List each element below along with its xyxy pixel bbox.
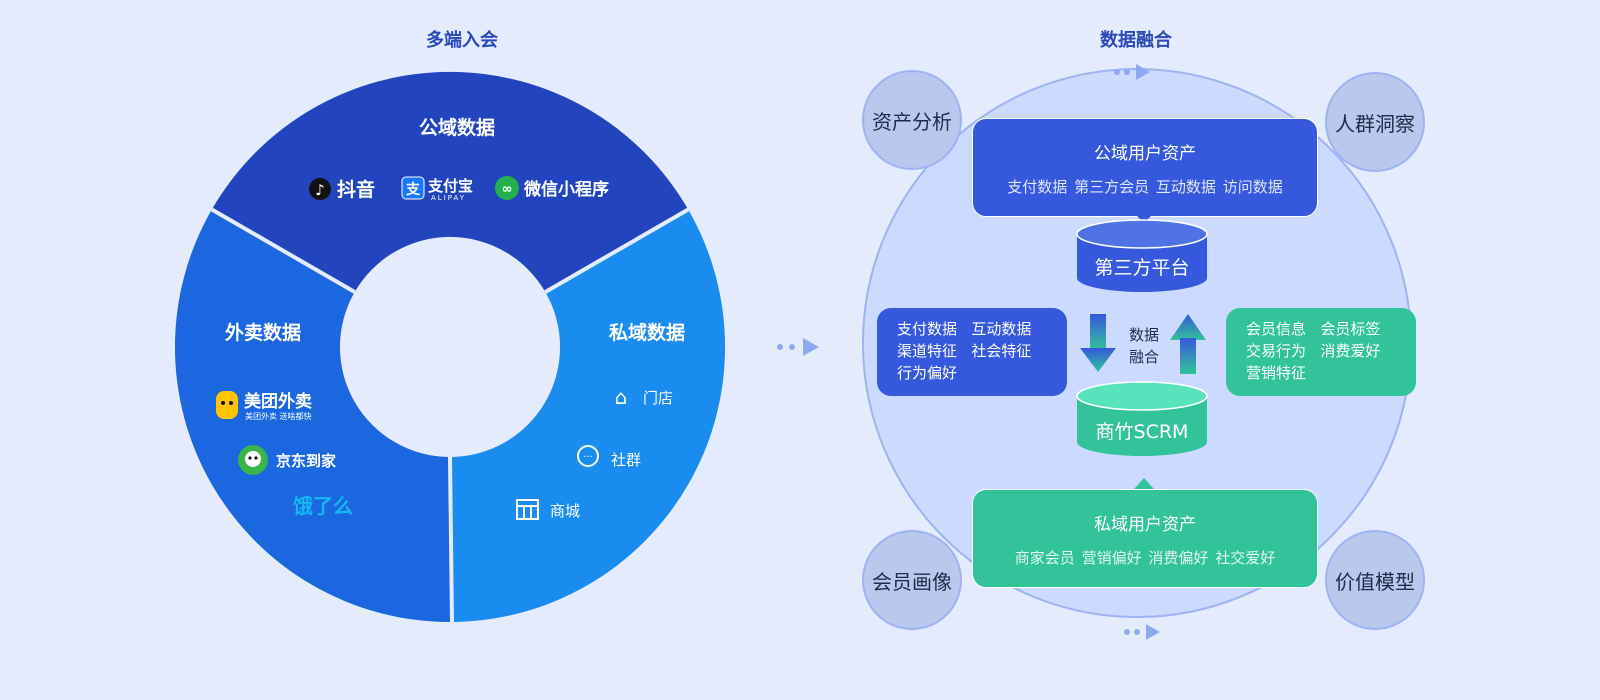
store-item: ⌂ 门店 — [615, 385, 673, 409]
private-asset-box: 私域用户资产 商家会员 营销偏好 消费偏好 社交爱好 — [972, 489, 1318, 588]
corner-crowd-insight: 人群洞察 — [1325, 72, 1425, 172]
alipay-sub: ALIPAY — [431, 194, 466, 202]
segment-public — [211, 71, 689, 292]
jd-label: 京东到家 — [276, 452, 336, 470]
public-asset-items: 支付数据 第三方会员 互动数据 访问数据 — [1007, 178, 1283, 196]
third-party-label: 第三方平台 — [1094, 257, 1189, 279]
donut-chart: 公域数据 外卖数据 私域数据 ♪ 抖音 支 支付宝 ALIPAY ∞ 微信小程序… — [174, 71, 726, 623]
jd-daojia-logo: 京东到家 — [238, 445, 336, 475]
third-party-cylinder: 第三方平台 — [1076, 219, 1208, 292]
douyin-logo: ♪ 抖音 — [309, 178, 375, 201]
public-asset-pointer — [1134, 213, 1154, 223]
public-title: 公域数据 — [419, 116, 495, 139]
alipay-label: 支付宝 — [427, 177, 473, 195]
store-label: 门店 — [643, 389, 673, 407]
meituan-logo: 美团外卖 美团外卖 送啥都快 — [216, 391, 312, 421]
public-asset-box: 公域用户资产 支付数据 第三方会员 互动数据 访问数据 — [972, 118, 1318, 217]
eleme-logo: 饿了么 — [292, 494, 353, 518]
left-feature-box: 支付数据 互动数据 渠道特征 社会特征 行为偏好 — [877, 308, 1067, 396]
left-title: 多端入会 — [426, 30, 498, 51]
wechat-label: 微信小程序 — [523, 179, 609, 200]
store-icon: ⌂ — [615, 385, 628, 409]
svg-text:支: 支 — [405, 181, 421, 198]
private-title: 私域数据 — [609, 321, 685, 344]
scrm-cylinder: 商竹SCRM — [1076, 381, 1208, 456]
private-asset-items: 商家会员 营销偏好 消费偏好 社交爱好 — [1014, 549, 1276, 567]
bottom-arrow-icon — [1124, 624, 1160, 640]
down-arrow-icon — [1080, 314, 1116, 372]
corner-value-model: 价值模型 — [1325, 530, 1425, 630]
mall-item: 商城 — [516, 499, 580, 520]
fusion-label: 数据 融合 — [1128, 326, 1159, 366]
right-title: 数据融合 — [1100, 30, 1172, 51]
eleme-label: 饿了么 — [292, 494, 353, 518]
segment-delivery — [174, 209, 451, 622]
wechat-miniprogram-logo: ∞ 微信小程序 — [495, 176, 609, 200]
meituan-sub: 美团外卖 送啥都快 — [245, 411, 312, 421]
corner-asset-analysis: 资产分析 — [862, 70, 962, 170]
top-arrow-icon — [1114, 64, 1150, 80]
meituan-label: 美团外卖 — [244, 391, 312, 412]
scrm-label: 商竹SCRM — [1096, 421, 1189, 443]
community-label: 社群 — [611, 451, 641, 469]
up-arrow-icon — [1170, 314, 1206, 374]
private-asset-pointer — [1134, 478, 1154, 489]
chat-icon: ··· — [583, 452, 593, 463]
flow-arrow-icon — [777, 338, 819, 356]
private-asset-title: 私域用户资产 — [1094, 515, 1196, 535]
community-item: ··· 社群 — [577, 445, 641, 469]
delivery-title: 外卖数据 — [225, 321, 301, 344]
mall-label: 商城 — [550, 502, 580, 520]
corner-member-portrait: 会员画像 — [862, 530, 962, 630]
svg-text:∞: ∞ — [502, 182, 513, 197]
alipay-logo: 支 支付宝 ALIPAY — [401, 176, 473, 202]
mall-icon — [516, 499, 539, 520]
svg-text:♪: ♪ — [315, 181, 325, 199]
douyin-label: 抖音 — [337, 178, 375, 201]
segment-private — [450, 209, 726, 622]
public-asset-title: 公域用户资产 — [1094, 144, 1196, 164]
right-feature-box: 会员信息 会员标签 交易行为 消费爱好 营销特征 — [1226, 308, 1416, 396]
